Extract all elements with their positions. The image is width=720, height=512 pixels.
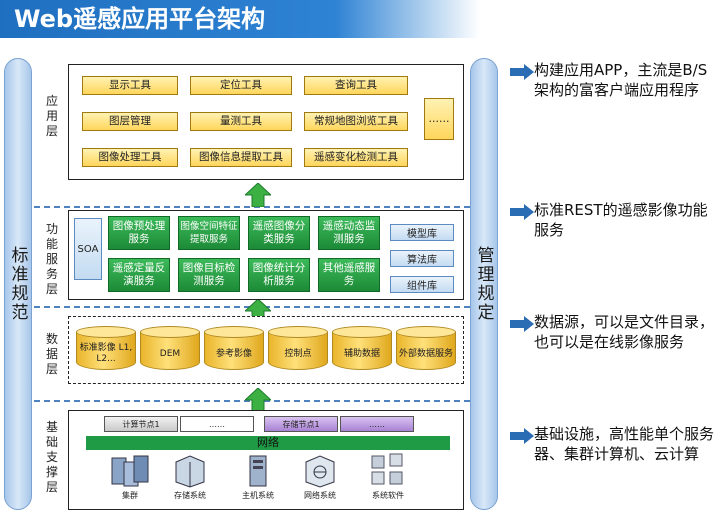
network-bar: 网络 (86, 436, 450, 450)
device-label: 存储系统 (174, 491, 206, 500)
data-source-cylinder: 标准影像 L1, L2... (76, 326, 136, 370)
app-layer-label: 应用层 (45, 94, 58, 138)
service-box: 图像预处理服务 (108, 216, 170, 250)
service-box: 遥感定量反演服务 (108, 258, 170, 292)
network-device: 网络系统 (290, 454, 350, 501)
data-source-cylinder: 外部数据服务 (396, 326, 456, 370)
more-tools-box: …… (424, 98, 454, 140)
system-software-icon (371, 453, 403, 485)
data-source-cylinder: 参考影像 (204, 326, 264, 370)
up-arrow-icon (245, 299, 271, 323)
note-text: 数据源，可以是文件目录，也可以是在线影像服务 (534, 313, 715, 351)
service-box: 遥感图像分类服务 (248, 216, 310, 250)
server-cluster-icon (111, 455, 149, 487)
storage-node-more: …… (340, 416, 414, 432)
management-pillar: 管理规定 (470, 58, 498, 510)
data-source-label: 标准影像 L1, L2... (76, 332, 136, 370)
algorithm-library-box: 算法库 (390, 250, 454, 267)
data-source-cylinder: 辅助数据 (332, 326, 392, 370)
infra-layer-label: 基础支撑层 (45, 420, 58, 494)
standards-label: 标准规范 (7, 246, 28, 322)
tool-box: 查询工具 (304, 76, 408, 95)
right-arrow-icon (510, 428, 534, 444)
data-source-label: 控制点 (268, 332, 328, 370)
service-box: 其他遥感服务 (318, 258, 380, 292)
device-label: 系统软件 (372, 491, 404, 500)
tool-box: 图层管理 (82, 112, 178, 131)
data-source-label: 外部数据服务 (396, 332, 456, 370)
note-infra: 基础设施，高性能单个服务器、集群计算机、云计算 (510, 424, 715, 464)
note-service: 标准REST的遥感影像功能服务 (510, 200, 715, 240)
tool-box: 图像处理工具 (82, 148, 178, 167)
tool-box: 量测工具 (190, 112, 292, 131)
device-label: 集群 (122, 491, 138, 500)
service-box: 图像目标检测服务 (178, 258, 240, 292)
page-title: Web遥感应用平台架构 (0, 0, 480, 38)
cluster-device: 集群 (100, 454, 160, 501)
up-arrow-icon (245, 388, 271, 412)
tool-box: 显示工具 (82, 76, 178, 95)
note-text: 构建应用APP，主流是B/S架构的富客户端应用程序 (534, 61, 708, 99)
standards-pillar: 标准规范 (4, 58, 32, 510)
compute-node: 计算节点1 (104, 416, 178, 432)
layer-separator (34, 206, 470, 208)
data-source-cylinder: DEM (140, 326, 200, 370)
storage-system-icon (175, 455, 205, 488)
tool-box: 遥感变化检测工具 (304, 148, 408, 167)
component-library-box: 组件库 (390, 276, 454, 293)
tool-box: 图像信息提取工具 (190, 148, 292, 167)
device-label: 网络系统 (304, 491, 336, 500)
software-device: 系统软件 (358, 452, 418, 501)
data-source-label: 参考影像 (204, 332, 264, 370)
model-library-box: 模型库 (390, 224, 454, 241)
storage-device: 存储系统 (160, 454, 220, 501)
compute-node-more: …… (180, 416, 254, 432)
service-box: 图像空间特征提取服务 (178, 216, 240, 250)
note-app: 构建应用APP，主流是B/S架构的富客户端应用程序 (510, 60, 715, 100)
note-text: 基础设施，高性能单个服务器、集群计算机、云计算 (534, 425, 715, 463)
network-system-icon (305, 455, 335, 488)
service-layer-label: 功能服务层 (45, 222, 58, 296)
right-arrow-icon (510, 316, 534, 332)
management-label: 管理规定 (473, 246, 494, 322)
tool-box: 定位工具 (190, 76, 292, 95)
up-arrow-icon (245, 183, 271, 207)
service-box: 图像统计分析服务 (248, 258, 310, 292)
soa-box: SOA (74, 218, 102, 280)
note-text: 标准REST的遥感影像功能服务 (534, 201, 708, 239)
right-arrow-icon (510, 204, 534, 220)
note-data: 数据源，可以是文件目录，也可以是在线影像服务 (510, 312, 715, 352)
data-source-label: DEM (140, 332, 200, 370)
data-source-cylinder: 控制点 (268, 326, 328, 370)
service-box: 遥感动态监测服务 (318, 216, 380, 250)
storage-node: 存储节点1 (264, 416, 338, 432)
data-layer-label: 数据层 (45, 332, 58, 376)
device-label: 主机系统 (242, 491, 274, 500)
host-device: 主机系统 (228, 454, 288, 501)
tool-box: 常规地图浏览工具 (304, 112, 408, 131)
host-server-icon (249, 455, 267, 487)
right-arrow-icon (510, 64, 534, 80)
